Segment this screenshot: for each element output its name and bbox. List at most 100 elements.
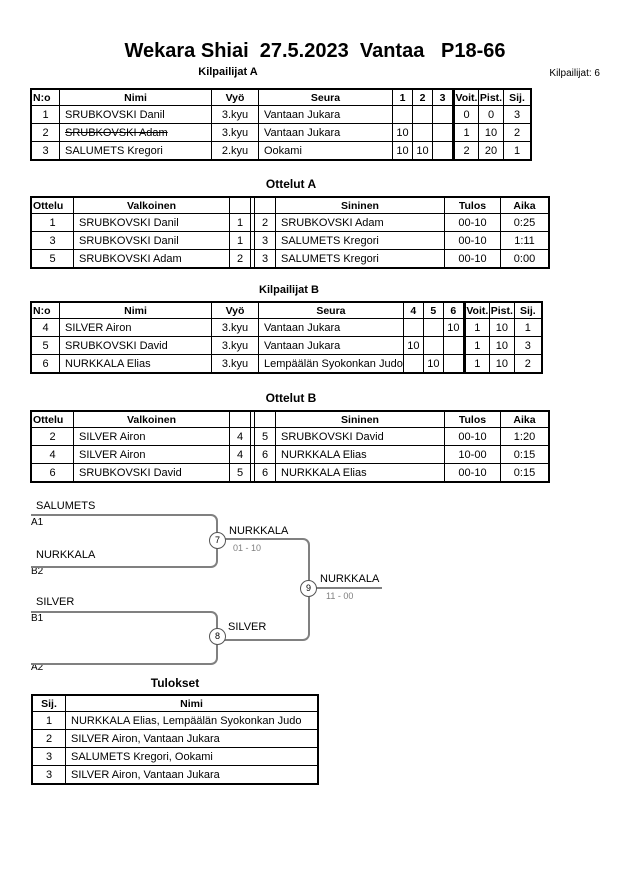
round-score-1: 10 xyxy=(392,123,413,142)
wins-value: 0 xyxy=(452,105,479,124)
blue-competitor-no: 2 xyxy=(254,213,276,232)
match-9-score: 11 - 00 xyxy=(326,591,354,601)
table-row: 6 SRUBKOVSKI David 5 6 NURKKALA Elias 00… xyxy=(30,463,550,483)
round-score-2: 10 xyxy=(412,141,433,161)
match-7-circle: 7 xyxy=(209,532,226,549)
competitor-name: SRUBKOVSKI Adam xyxy=(59,123,212,142)
bracket-slot-b2-name: NURKKALA xyxy=(36,549,96,561)
points-value: 10 xyxy=(488,336,515,355)
col-header-round5: 5 xyxy=(422,301,444,319)
wins-value: 2 xyxy=(452,141,479,161)
competitor-belt: 2.kyu xyxy=(211,141,259,161)
competitor-name: SRUBKOVSKI Danil xyxy=(59,105,212,124)
col-header-points: Pist. xyxy=(478,88,504,106)
bracket-slot-b1-seed: B1 xyxy=(31,613,44,624)
competitor-club: Lempäälän Syokonkan Judo xyxy=(258,354,404,374)
pool-b-title: Kilpailijat B xyxy=(259,284,319,296)
white-competitor: SRUBKOVSKI Adam xyxy=(73,249,230,269)
final-competitor: NURKKALA Elias, Lempäälän Syokonkan Judo xyxy=(65,711,319,730)
col-header-time: Aika xyxy=(500,410,550,428)
blue-competitor-no: 5 xyxy=(254,427,276,446)
competitor-number: 2 xyxy=(30,123,60,142)
col-header-wins: Voit. xyxy=(462,301,490,319)
round-score-1: 10 xyxy=(392,141,413,161)
match-8-winner: SILVER xyxy=(228,621,267,633)
col-header-place: Sij. xyxy=(31,694,66,712)
wins-value: 1 xyxy=(462,354,490,374)
competitor-club: Ookami xyxy=(258,141,393,161)
match-9-circle: 9 xyxy=(300,580,317,597)
match-time: 1:11 xyxy=(500,231,550,250)
results-title: Tulokset xyxy=(150,676,200,690)
matches-b-table: Ottelu Valkoinen Sininen Tulos Aika 2 SI… xyxy=(30,410,550,483)
pool-a-title: Kilpailijat A xyxy=(198,66,258,78)
competitor-number: 3 xyxy=(30,141,60,161)
pool-a-header-row: N:o Nimi Vyö Seura 1 2 3 Voit. Pist. Sij… xyxy=(30,88,532,106)
match-number: 4 xyxy=(30,445,74,464)
col-header-name: Nimi xyxy=(59,301,212,319)
pool-b-table: N:o Nimi Vyö Seura 4 5 6 Voit. Pist. Sij… xyxy=(30,301,543,374)
bracket-slot-b1-name: SILVER xyxy=(36,596,75,608)
col-header-club: Seura xyxy=(258,301,404,319)
competitor-club: Vantaan Jukara xyxy=(258,318,404,337)
round-score-3 xyxy=(432,105,454,124)
results-table: Sij. Nimi 1 NURKKALA Elias, Lempäälän Sy… xyxy=(31,694,319,785)
pool-b-table-wrap: N:o Nimi Vyö Seura 4 5 6 Voit. Pist. Sij… xyxy=(30,301,543,374)
round-score-3 xyxy=(442,354,465,374)
blue-competitor: NURKKALA Elias xyxy=(275,463,445,483)
blue-competitor-no: 6 xyxy=(254,445,276,464)
match-time: 0:25 xyxy=(500,213,550,232)
col-header-round3: 3 xyxy=(432,88,454,106)
col-header-belt: Vyö xyxy=(211,88,259,106)
competitor-number: 5 xyxy=(30,336,60,355)
white-competitor-no: 5 xyxy=(229,463,251,483)
col-header-club: Seura xyxy=(258,88,393,106)
col-header-time: Aika xyxy=(500,196,550,214)
round-score-2: 10 xyxy=(422,354,444,374)
table-row: 3 SILVER Airon, Vantaan Jukara xyxy=(31,765,319,785)
match-number: 3 xyxy=(30,231,74,250)
blue-competitor-no: 6 xyxy=(254,463,276,483)
col-header-blue: Sininen xyxy=(275,410,445,428)
table-row: 5 SRUBKOVSKI David 3.kyu Vantaan Jukara … xyxy=(30,336,543,355)
place-value: 3 xyxy=(513,336,543,355)
blue-competitor: SALUMETS Kregori xyxy=(275,231,445,250)
results-table-wrap: Sij. Nimi 1 NURKKALA Elias, Lempäälän Sy… xyxy=(31,694,319,785)
matches-b-header-row: Ottelu Valkoinen Sininen Tulos Aika xyxy=(30,410,550,428)
pool-a-table: N:o Nimi Vyö Seura 1 2 3 Voit. Pist. Sij… xyxy=(30,88,532,161)
match-7-winner: NURKKALA xyxy=(229,525,289,537)
round-score-1 xyxy=(402,354,424,374)
matches-a-title: Ottelut A xyxy=(265,177,317,191)
table-row: 3 SALUMETS Kregori, Ookami xyxy=(31,747,319,766)
match-7-score: 01 - 10 xyxy=(233,543,262,553)
match-time: 0:15 xyxy=(500,445,550,464)
col-header-white: Valkoinen xyxy=(73,196,230,214)
competitor-club: Vantaan Jukara xyxy=(258,336,404,355)
competitor-belt: 3.kyu xyxy=(211,123,259,142)
competitor-club: Vantaan Jukara xyxy=(258,105,393,124)
col-header-round1: 1 xyxy=(392,88,413,106)
round-score-3 xyxy=(432,141,454,161)
bracket-slot-b2-seed: B2 xyxy=(31,566,44,577)
place-value: 2 xyxy=(503,123,532,142)
place-value: 2 xyxy=(513,354,543,374)
col-header-wins: Voit. xyxy=(452,88,479,106)
competitor-number: 1 xyxy=(30,105,60,124)
blue-competitor: NURKKALA Elias xyxy=(275,445,445,464)
col-header-name: Nimi xyxy=(65,694,319,712)
white-competitor-no: 4 xyxy=(229,427,251,446)
bracket-connector-semifinal-bottom xyxy=(31,611,218,665)
bracket-slot-a1-seed: A1 xyxy=(31,517,44,528)
round-score-2 xyxy=(422,336,444,355)
final-competitor: SILVER Airon, Vantaan Jukara xyxy=(65,729,319,748)
table-row: 4 SILVER Airon 4 6 NURKKALA Elias 10-00 … xyxy=(30,445,550,464)
bracket-winner-line xyxy=(314,587,382,589)
col-header-points: Pist. xyxy=(488,301,515,319)
place-value: 1 xyxy=(513,318,543,337)
match-result: 00-10 xyxy=(444,213,501,232)
match-result: 10-00 xyxy=(444,445,501,464)
table-row: 4 SILVER Airon 3.kyu Vantaan Jukara 10 1… xyxy=(30,318,543,337)
table-row: 3 SALUMETS Kregori 2.kyu Ookami 10 10 2 … xyxy=(30,141,532,161)
round-score-3: 10 xyxy=(442,318,465,337)
